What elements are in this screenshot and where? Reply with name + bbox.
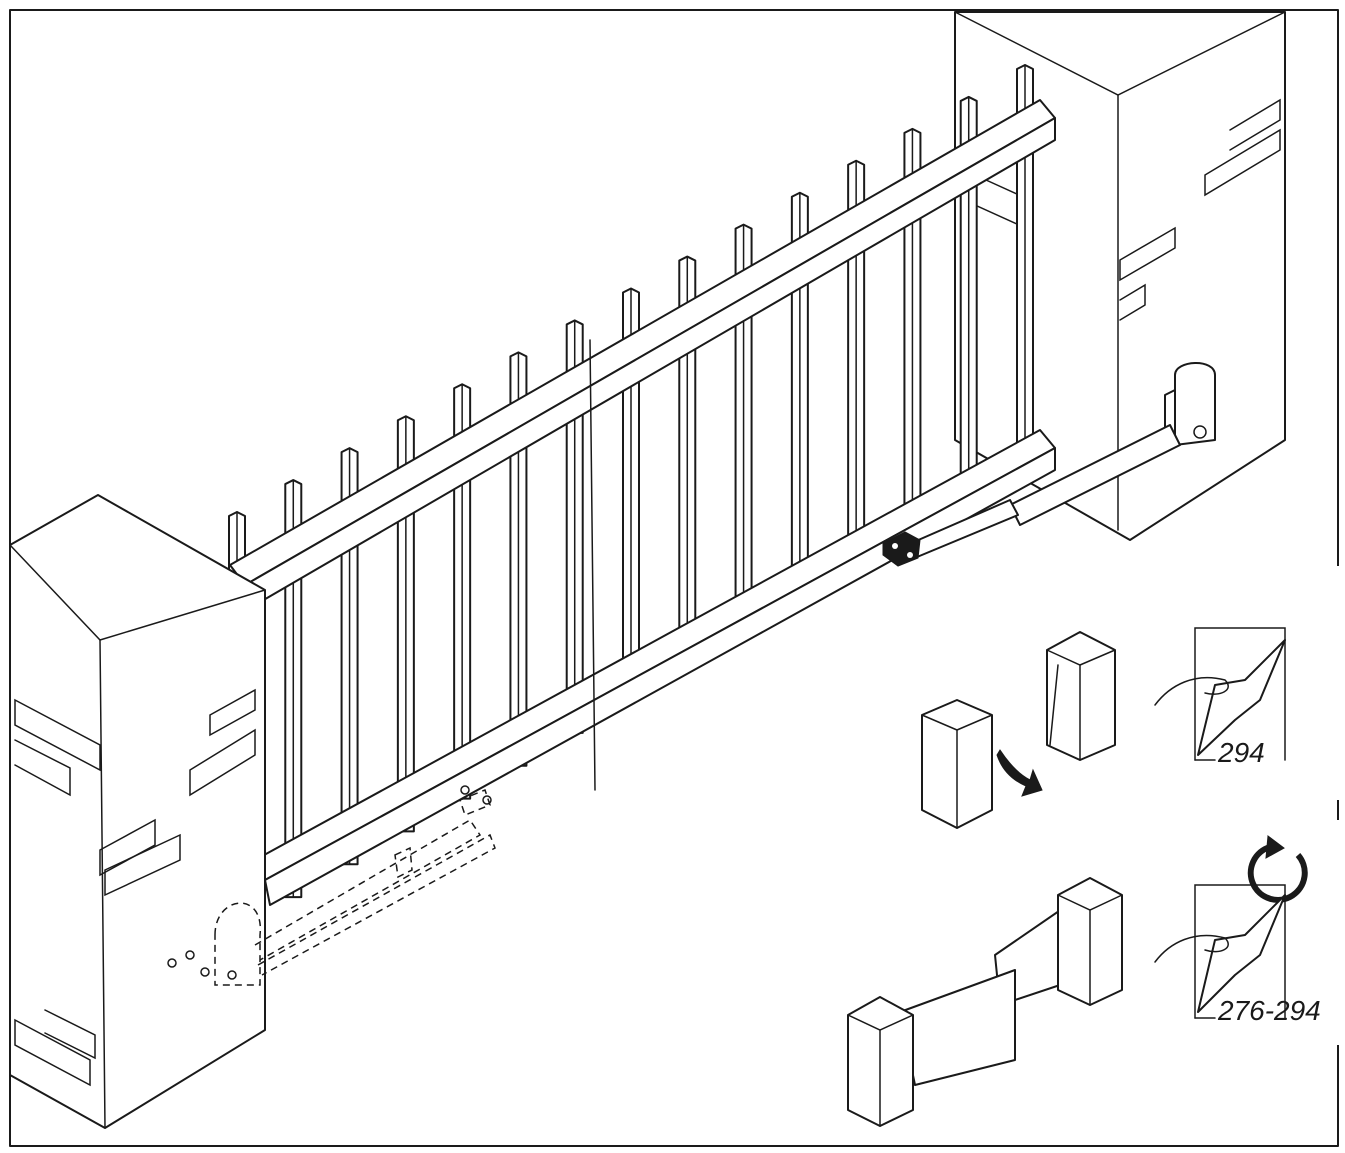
gate-top-rail: [229, 99, 1056, 606]
gate-motor-operator: [882, 362, 1216, 567]
hand-peel-label-icon-double: [1154, 884, 1286, 1019]
left-pillar: [9, 494, 266, 1129]
gate-joint-line: [589, 339, 596, 791]
hand-peel-label-icon: [1154, 627, 1286, 761]
single-leaf-code-label: 294: [1217, 737, 1265, 768]
dashed-motor-left: [167, 785, 496, 986]
single-leaf-inset: [921, 631, 1116, 829]
rotate-icon: [1247, 835, 1308, 903]
double-leaf-code-label: 276-294: [1217, 995, 1321, 1026]
double-leaf-inset: [847, 877, 1123, 1127]
curved-arrow-icon: [996, 749, 1043, 797]
